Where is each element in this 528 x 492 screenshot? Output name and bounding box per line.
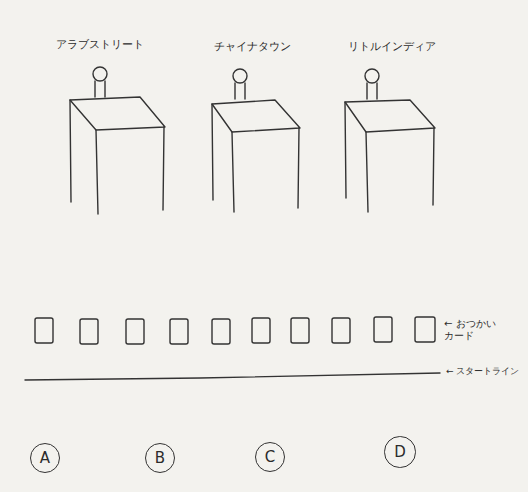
player-circle: C <box>255 442 286 473</box>
table-with-person <box>212 69 300 212</box>
player-circle: B <box>145 443 176 474</box>
player-circle: A <box>30 443 61 474</box>
player-letter: D <box>394 443 406 461</box>
start-line <box>25 373 440 380</box>
table-with-person <box>345 69 435 212</box>
player-circle: D <box>384 436 415 467</box>
table-with-person <box>70 67 165 214</box>
task-cards <box>35 317 435 344</box>
line-label: ← スタートライン <box>446 366 519 377</box>
player-letter: C <box>265 448 275 466</box>
player-letter: A <box>40 449 50 467</box>
player-letter: B <box>155 449 165 467</box>
place-name: リトルインディア <box>348 40 436 53</box>
place-name: チャイナタウン <box>214 40 291 53</box>
place-name: アラブストリート <box>56 38 144 51</box>
card-label: ← おつかい カード <box>444 318 506 342</box>
